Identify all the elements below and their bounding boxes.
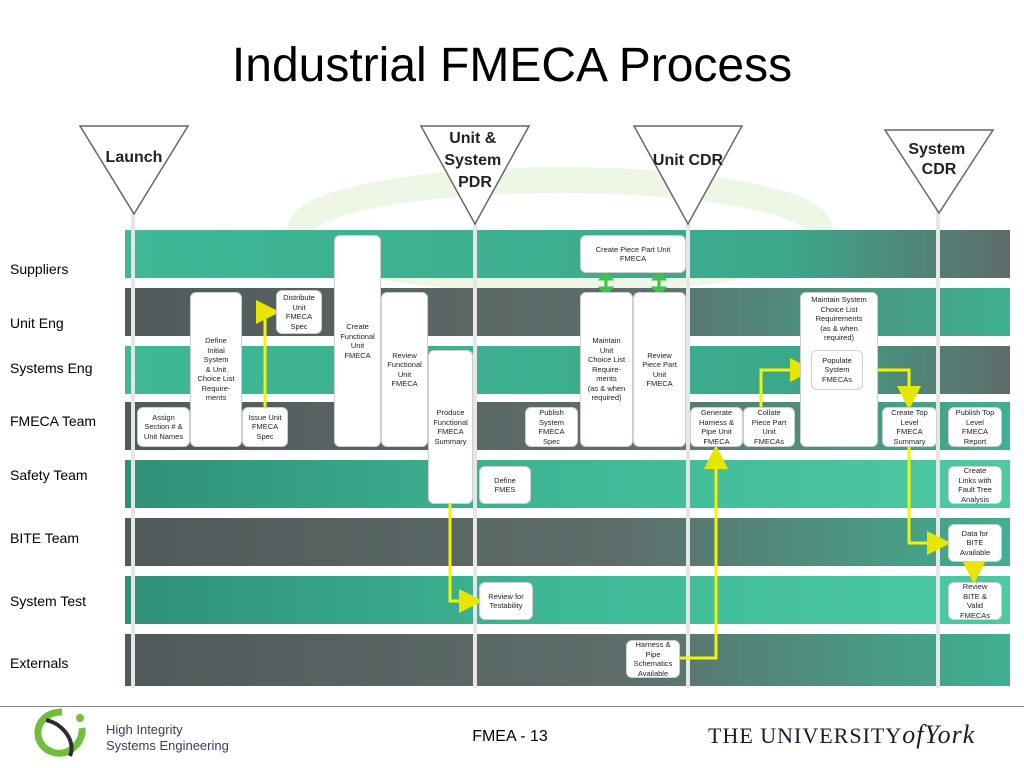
lane-label-bite-team: BITE Team [10, 530, 79, 546]
milestone-launch-line: Launch [106, 149, 163, 166]
hise-logo-icon [34, 708, 86, 757]
process-box-create-links: Create Links with Fault Tree Analysis [948, 466, 1002, 504]
milestone-system-cdr-line-1: System [908, 141, 965, 158]
process-box-generate-harness: Generate Harness & Pipe Unit FMECA [690, 407, 743, 447]
lane-band-safety-team [125, 460, 1010, 508]
milestone-pdr-triangle [419, 125, 531, 226]
milestone-pdr-line-3: PDR [458, 174, 492, 191]
milestone-launch-label: Launch [106, 149, 163, 166]
process-box-review-bite: Review BITE & Valid FMECAs [948, 582, 1002, 620]
arrow-collate-to-populate [759, 358, 814, 408]
milestone-system-cdr-triangle [883, 129, 995, 215]
footer-divider [0, 706, 1024, 707]
process-box-collate-piece-part: Collate Piece Part Unit FMECAs [743, 407, 795, 447]
arrow-issue-to-distribute [256, 300, 280, 408]
process-box-review-testability: Review for Testability [479, 582, 533, 620]
process-box-publish-system-fmeca: Publish System FMECA Spec [525, 407, 578, 447]
milestone-labels: Launch Unit & System PDR Unit CDR System… [106, 130, 969, 191]
process-box-produce-functional-summary: Produce Functional FMECA Summary [428, 350, 473, 504]
milestone-unit-cdr-line: Unit CDR [653, 152, 724, 169]
hise-logo-text: High Integrity Systems Engineering [106, 722, 229, 753]
lane-label-systems-eng: Systems Eng [10, 360, 93, 376]
lane-band-system-test [125, 576, 1010, 624]
arrow-populate-to-create-top [864, 368, 921, 410]
page-title: Industrial FMECA Process [231, 39, 793, 92]
lane-label-externals: Externals [10, 655, 69, 671]
university-of: of [902, 720, 925, 749]
lane-label-safety-team: Safety Team [10, 467, 88, 483]
process-box-create-piece-part: Create Piece Part Unit FMECA [580, 235, 686, 273]
milestone-launch-triangle [78, 125, 190, 216]
page-number: FMEA - 13 [472, 728, 548, 745]
process-box-data-for-bite: Data for BITE Available [948, 524, 1002, 562]
arrow-harness-to-generate [680, 445, 728, 660]
process-box-harness-schematics: Harness & Pipe Schematics Available [626, 640, 680, 678]
process-box-review-piece-part: Review Piece Part Unit FMECA [633, 292, 686, 447]
lane-label-suppliers: Suppliers [10, 261, 69, 277]
lane-band-externals [125, 634, 1010, 686]
lane-label-fmeca-team: FMECA Team [10, 413, 97, 429]
milestone-system-cdr-line-2: CDR [922, 161, 957, 178]
milestone-pdr-label: Unit & System PDR [444, 130, 505, 191]
process-box-define-fmes: Define FMES [479, 466, 531, 504]
process-box-issue-unit-fmeca: Issue Unit FMECA Spec [242, 407, 288, 447]
milestone-pdr-line-1: Unit & [449, 130, 497, 147]
lane-label-unit-eng: Unit Eng [10, 315, 64, 331]
university-pre: THE UNIVERSITY [708, 723, 903, 748]
milestone-unit-cdr-label: Unit CDR [653, 152, 724, 169]
process-box-create-functional: Create Functional Unit FMECA [334, 235, 381, 447]
lane-label-system-test: System Test [10, 593, 86, 609]
milestone-triangles [78, 125, 995, 226]
milestone-unit-cdr-triangle [632, 125, 744, 226]
lane-band-suppliers [125, 230, 1010, 278]
yellow-arrows [256, 300, 986, 660]
green-connectors [597, 270, 668, 297]
process-box-assign-section: Assign Section # & Unit Names [137, 407, 190, 447]
university-of-york-logo: THE UNIVERSITYofYork [708, 720, 975, 750]
milestone-system-cdr-label: System CDR [908, 141, 969, 178]
process-box-populate-system: Populate System FMECAs [811, 350, 863, 390]
lane-band-bite-team [125, 518, 1010, 566]
process-box-distribute-unit-fmeca: Distribute Unit FMECA Spec [276, 290, 322, 334]
university-york: York [924, 720, 976, 749]
process-box-review-functional: Review Functional Unit FMECA [381, 292, 428, 447]
process-box-define-initial: Define Initial System & Unit Choice List… [190, 292, 242, 447]
process-box-publish-top-level: Publish Top Level FMECA Report [948, 407, 1002, 447]
arrow-produce-to-review-testability [448, 502, 483, 613]
arrow-create-top-to-data-bite [907, 446, 951, 555]
process-box-create-top-level: Create Top Level FMECA Summary [882, 407, 937, 447]
process-box-maintain-unit-choice: Maintain Unit Choice List Require- ments… [580, 292, 633, 447]
milestone-pdr-line-2: System [444, 152, 501, 169]
